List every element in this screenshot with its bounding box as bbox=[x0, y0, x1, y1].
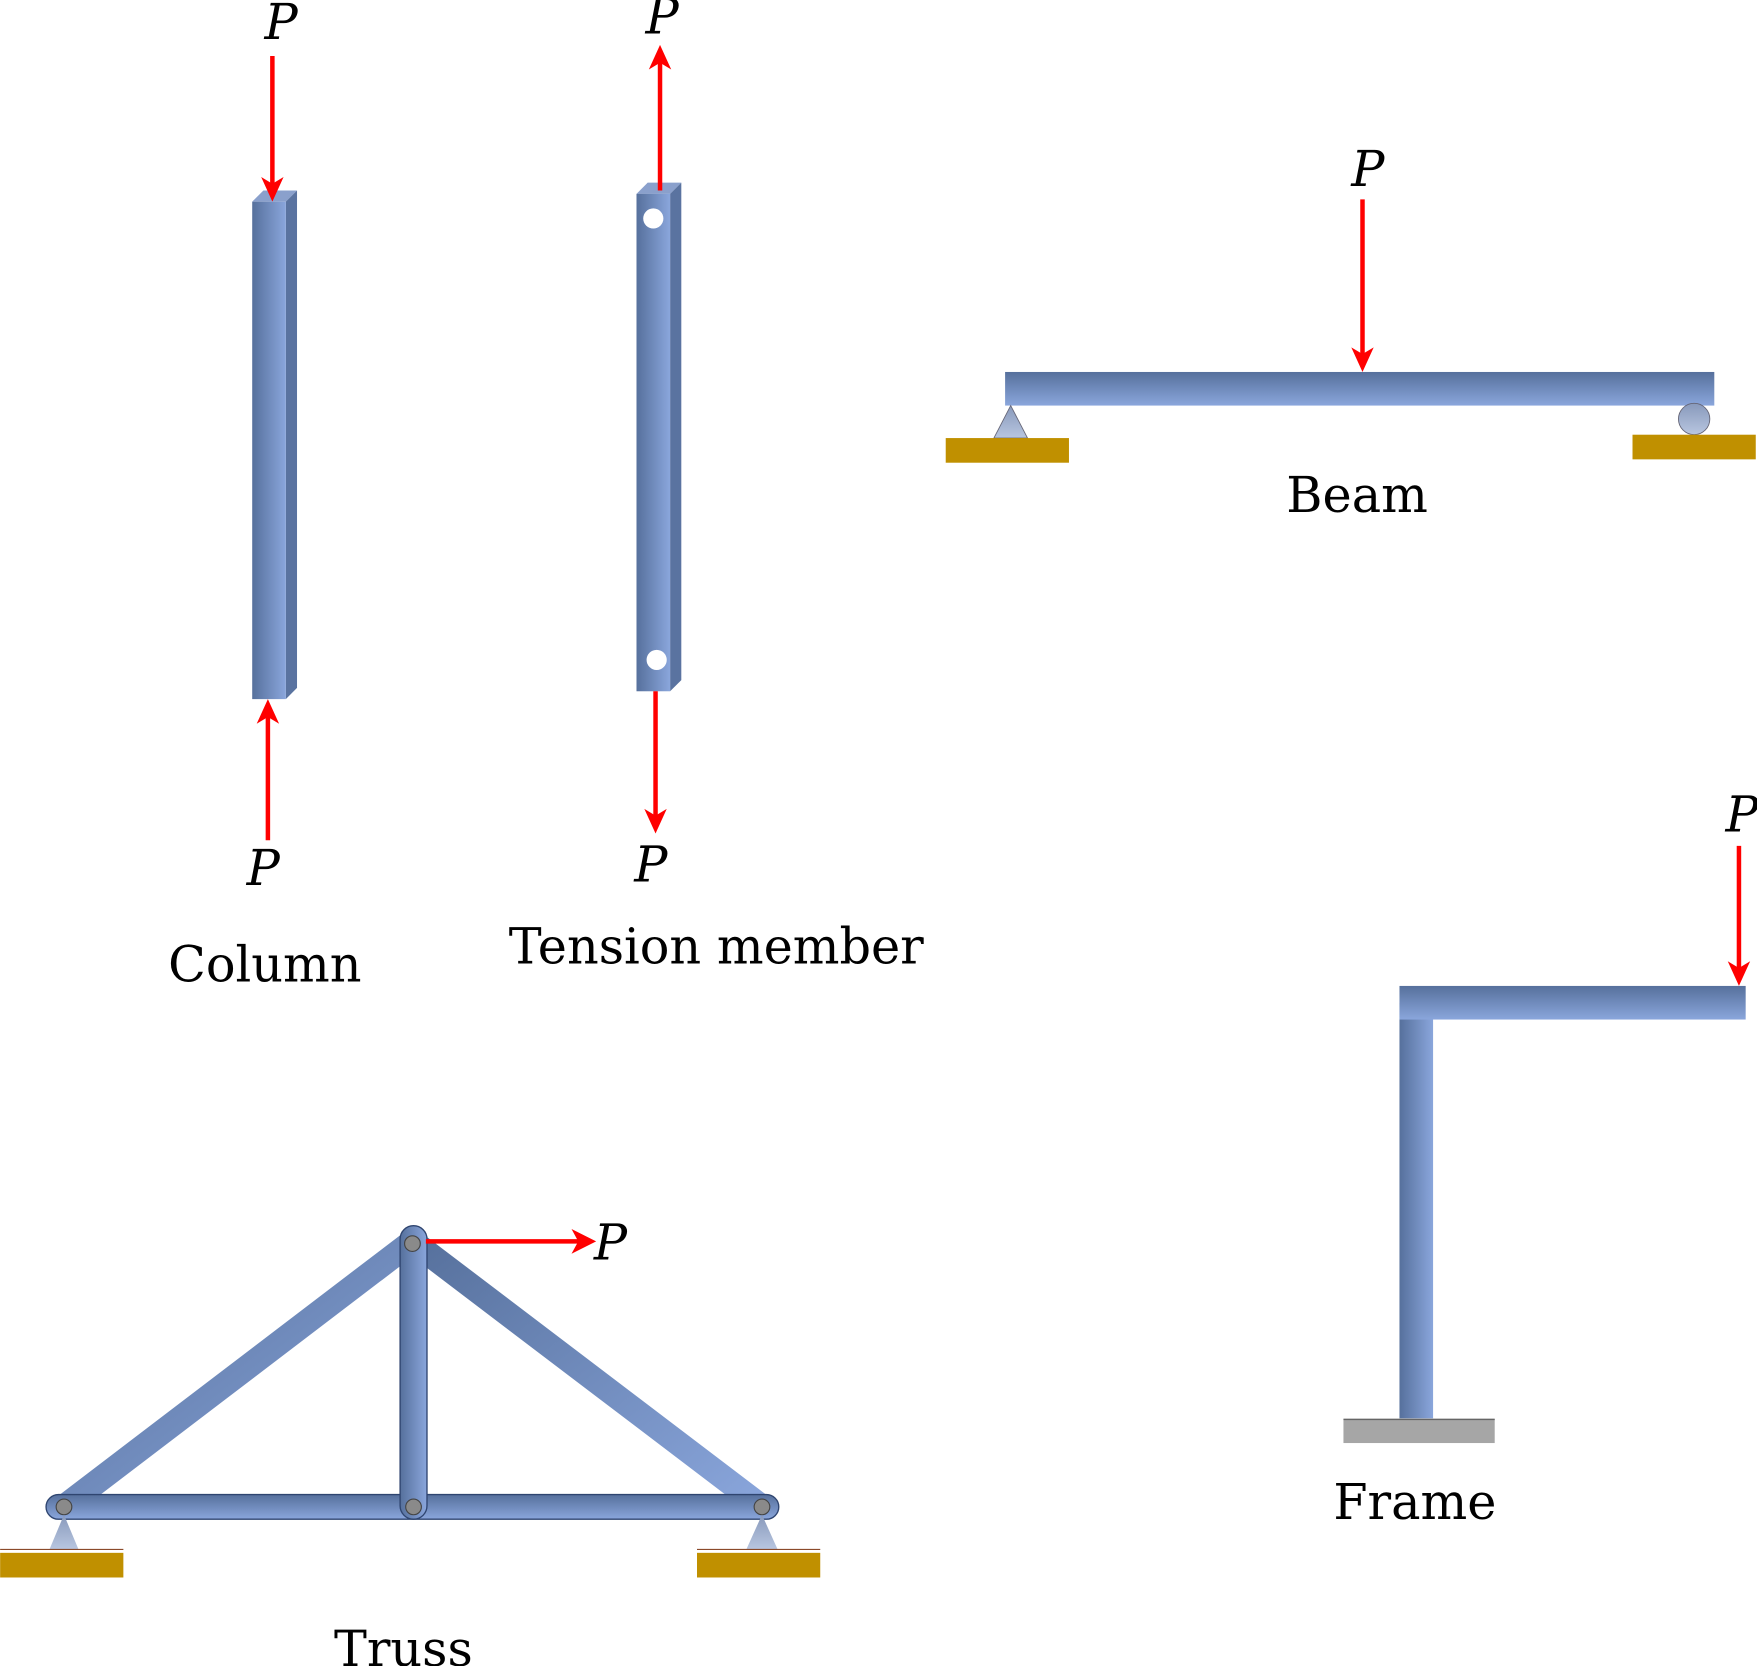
column-member bbox=[252, 201, 286, 700]
tension-bottom-load-label: P bbox=[633, 836, 668, 894]
pin-joint-left bbox=[55, 1498, 73, 1516]
tension-member-group: P P Tension member bbox=[509, 0, 924, 976]
truss-group: P Truss bbox=[0, 1213, 821, 1666]
pin-joint-right bbox=[753, 1498, 771, 1516]
ground-right bbox=[1632, 434, 1756, 460]
pin-support bbox=[993, 404, 1029, 439]
truss-left-diagonal bbox=[51, 1229, 425, 1520]
pin-hole-bottom bbox=[646, 649, 667, 670]
fixed-base bbox=[1343, 1418, 1495, 1444]
tension-member bbox=[636, 193, 671, 692]
pin-hole-top bbox=[643, 208, 664, 229]
roller-support bbox=[1678, 402, 1711, 436]
column-top-load-label: P bbox=[264, 0, 299, 51]
beam-arrowhead bbox=[1351, 347, 1374, 372]
ground-left bbox=[945, 438, 1069, 463]
beam-member bbox=[1005, 371, 1715, 406]
tension-top-arrowhead bbox=[648, 44, 672, 70]
pin-joint-top bbox=[404, 1235, 421, 1253]
column-bottom-arrowhead bbox=[256, 699, 280, 724]
truss-ground-right bbox=[696, 1552, 821, 1578]
tension-member-label: Tension member bbox=[509, 918, 924, 976]
truss-load-label: P bbox=[593, 1213, 628, 1271]
tension-top-load-label: P bbox=[644, 0, 679, 46]
column-label: Column bbox=[168, 935, 361, 993]
column-side-face bbox=[285, 190, 298, 700]
beam-load-label: P bbox=[1350, 140, 1385, 198]
beam-group: P Beam bbox=[945, 140, 1756, 524]
column-group: P P Column bbox=[168, 0, 361, 993]
truss-right-diagonal bbox=[400, 1229, 775, 1520]
truss-pin-support-right bbox=[746, 1514, 778, 1550]
truss-label: Truss bbox=[334, 1620, 473, 1666]
tension-side-face bbox=[670, 182, 682, 692]
column-top-arrowhead bbox=[261, 177, 284, 202]
frame-arrowhead bbox=[1727, 961, 1751, 986]
frame-column bbox=[1399, 1002, 1434, 1419]
truss-vertical bbox=[399, 1225, 428, 1520]
truss-arrowhead bbox=[571, 1229, 597, 1254]
beam-label: Beam bbox=[1286, 466, 1428, 524]
column-bottom-load-label: P bbox=[246, 839, 281, 897]
pin-joint-middle bbox=[405, 1498, 422, 1516]
frame-load-label: P bbox=[1725, 785, 1757, 843]
frame-girder bbox=[1399, 985, 1746, 1020]
frame-group: P Frame bbox=[1333, 785, 1757, 1531]
truss-pin-support-left bbox=[49, 1514, 79, 1550]
tension-bottom-arrowhead bbox=[644, 808, 667, 834]
frame-label: Frame bbox=[1333, 1473, 1496, 1531]
truss-ground-left bbox=[0, 1552, 124, 1578]
